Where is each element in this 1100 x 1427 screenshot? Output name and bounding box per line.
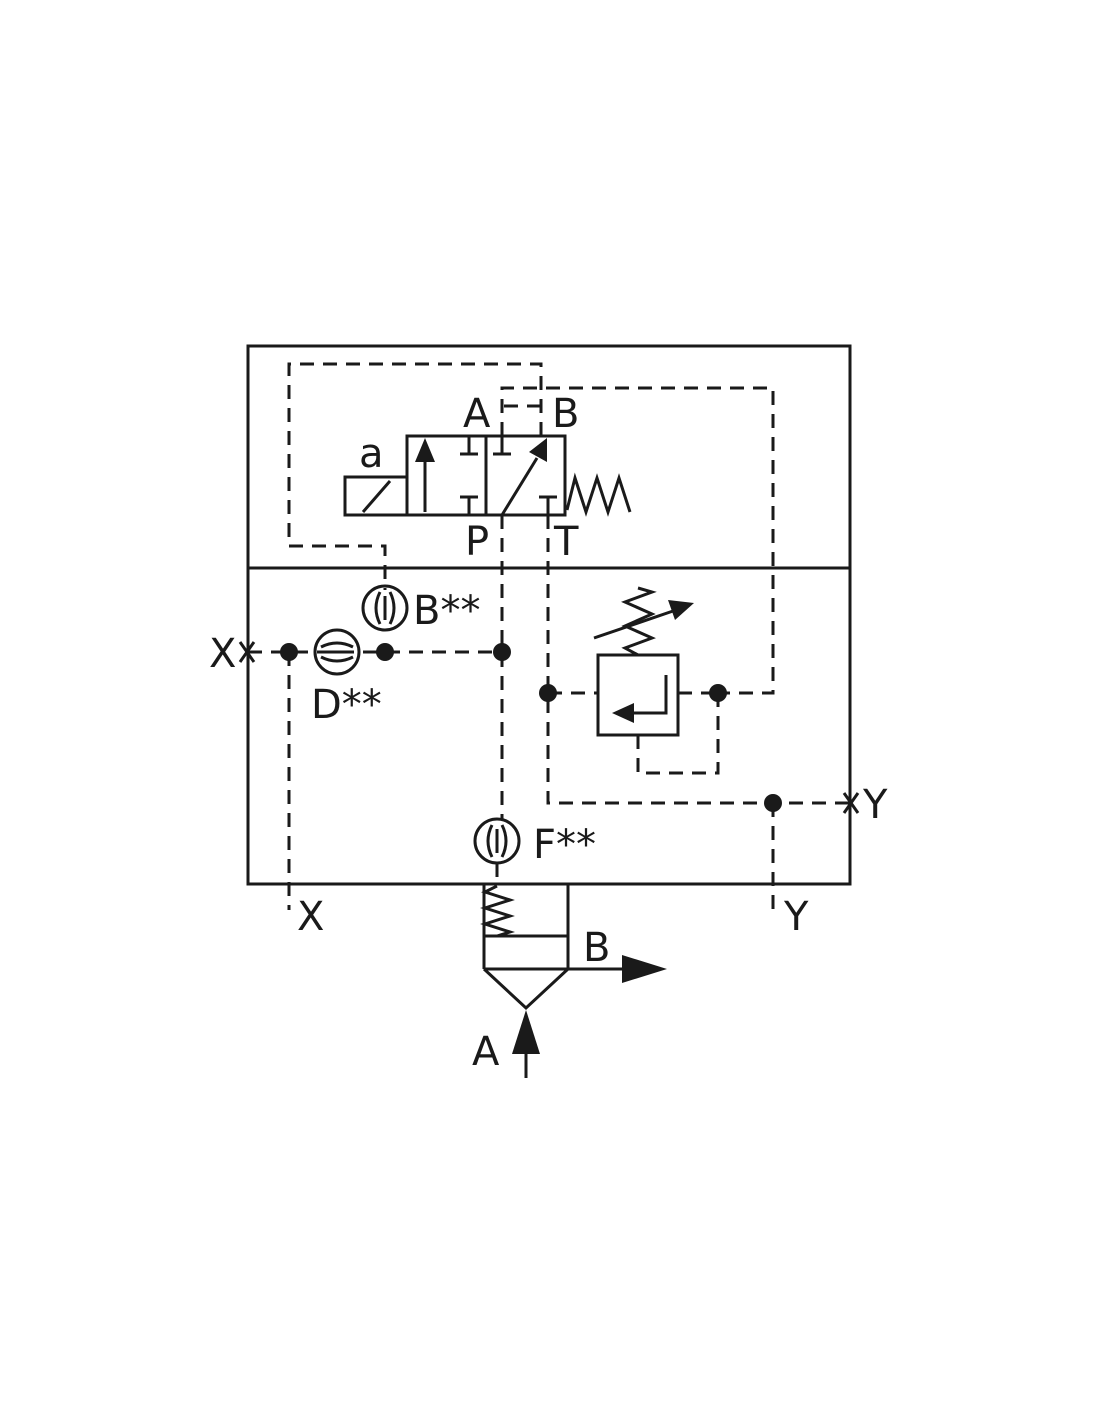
main-port-b-label: B [583, 925, 610, 971]
valve-return-spring [565, 472, 632, 517]
orifice-f-ring [473, 817, 521, 865]
relief-valve-adjust-head [668, 600, 694, 620]
upper-block-outline [246, 344, 852, 570]
junction-p-line [493, 643, 511, 661]
port-x-left-label: X [209, 631, 236, 677]
port-x-bottom-label: X [297, 894, 324, 940]
valve-port-a-label: A [463, 391, 491, 437]
orifice-d-label: D** [311, 682, 382, 728]
orifice-b-label: B** [413, 588, 480, 634]
cartridge-spring [480, 884, 516, 938]
orifice-f-throat [486, 824, 508, 858]
valve-port-t-label: T [553, 519, 579, 565]
valve-left-arrow-head [415, 438, 435, 462]
valve-right-arrow-head [529, 438, 547, 462]
orifice-f: F** [473, 817, 596, 868]
relief-valve-spring [621, 586, 657, 657]
junction-y-line [764, 794, 782, 812]
main-port-a-arrow-head [512, 1010, 540, 1054]
orifice-b: B** [361, 584, 480, 634]
port-y-cross-b [842, 792, 860, 814]
valve-box-right [484, 434, 567, 517]
valve-port-p-label: P [465, 519, 489, 565]
main-port-b-arrow-head [622, 955, 667, 983]
pilot-line-b-loop [500, 386, 775, 695]
junction-x-left [280, 643, 298, 661]
orifice-d: D** [311, 628, 382, 728]
orifice-d-ring [313, 628, 361, 676]
junctions [280, 643, 782, 812]
valve-box-left [405, 434, 488, 517]
pilot-line-relief-drain-loop [636, 693, 720, 775]
orifice-f-label: F** [533, 822, 596, 868]
orifice-d-throat [320, 641, 354, 663]
junction-relief-in [539, 684, 557, 702]
pilot-line-a-loop [287, 362, 543, 590]
port-y-bottom-label: Y [783, 894, 809, 940]
pilot-line-t-drain [546, 515, 850, 805]
port-y-right-label: Y [862, 782, 888, 828]
valve-right-flow-line [500, 457, 539, 516]
main-port-a-label: A [472, 1029, 500, 1075]
port-x-cross-b [238, 641, 256, 663]
main-cartridge: B A [472, 884, 667, 1078]
relief-valve-adjust-line [593, 608, 677, 640]
orifice-b-ring [361, 584, 409, 632]
valve-port-b-label: B [552, 391, 579, 437]
junction-relief-out [709, 684, 727, 702]
solenoid-coil-line [361, 480, 392, 513]
relief-valve-arrow-head [612, 703, 634, 723]
directional-valve: a A B P T [343, 391, 632, 565]
external-ports: X Y X Y [209, 631, 888, 940]
relief-valve [593, 586, 694, 737]
solenoid-label: a [359, 431, 384, 477]
pilot-lines [248, 362, 850, 910]
cartridge-seat-cone [482, 967, 570, 1011]
junction-b-orifice [376, 643, 394, 661]
orifice-b-throat [374, 591, 396, 625]
